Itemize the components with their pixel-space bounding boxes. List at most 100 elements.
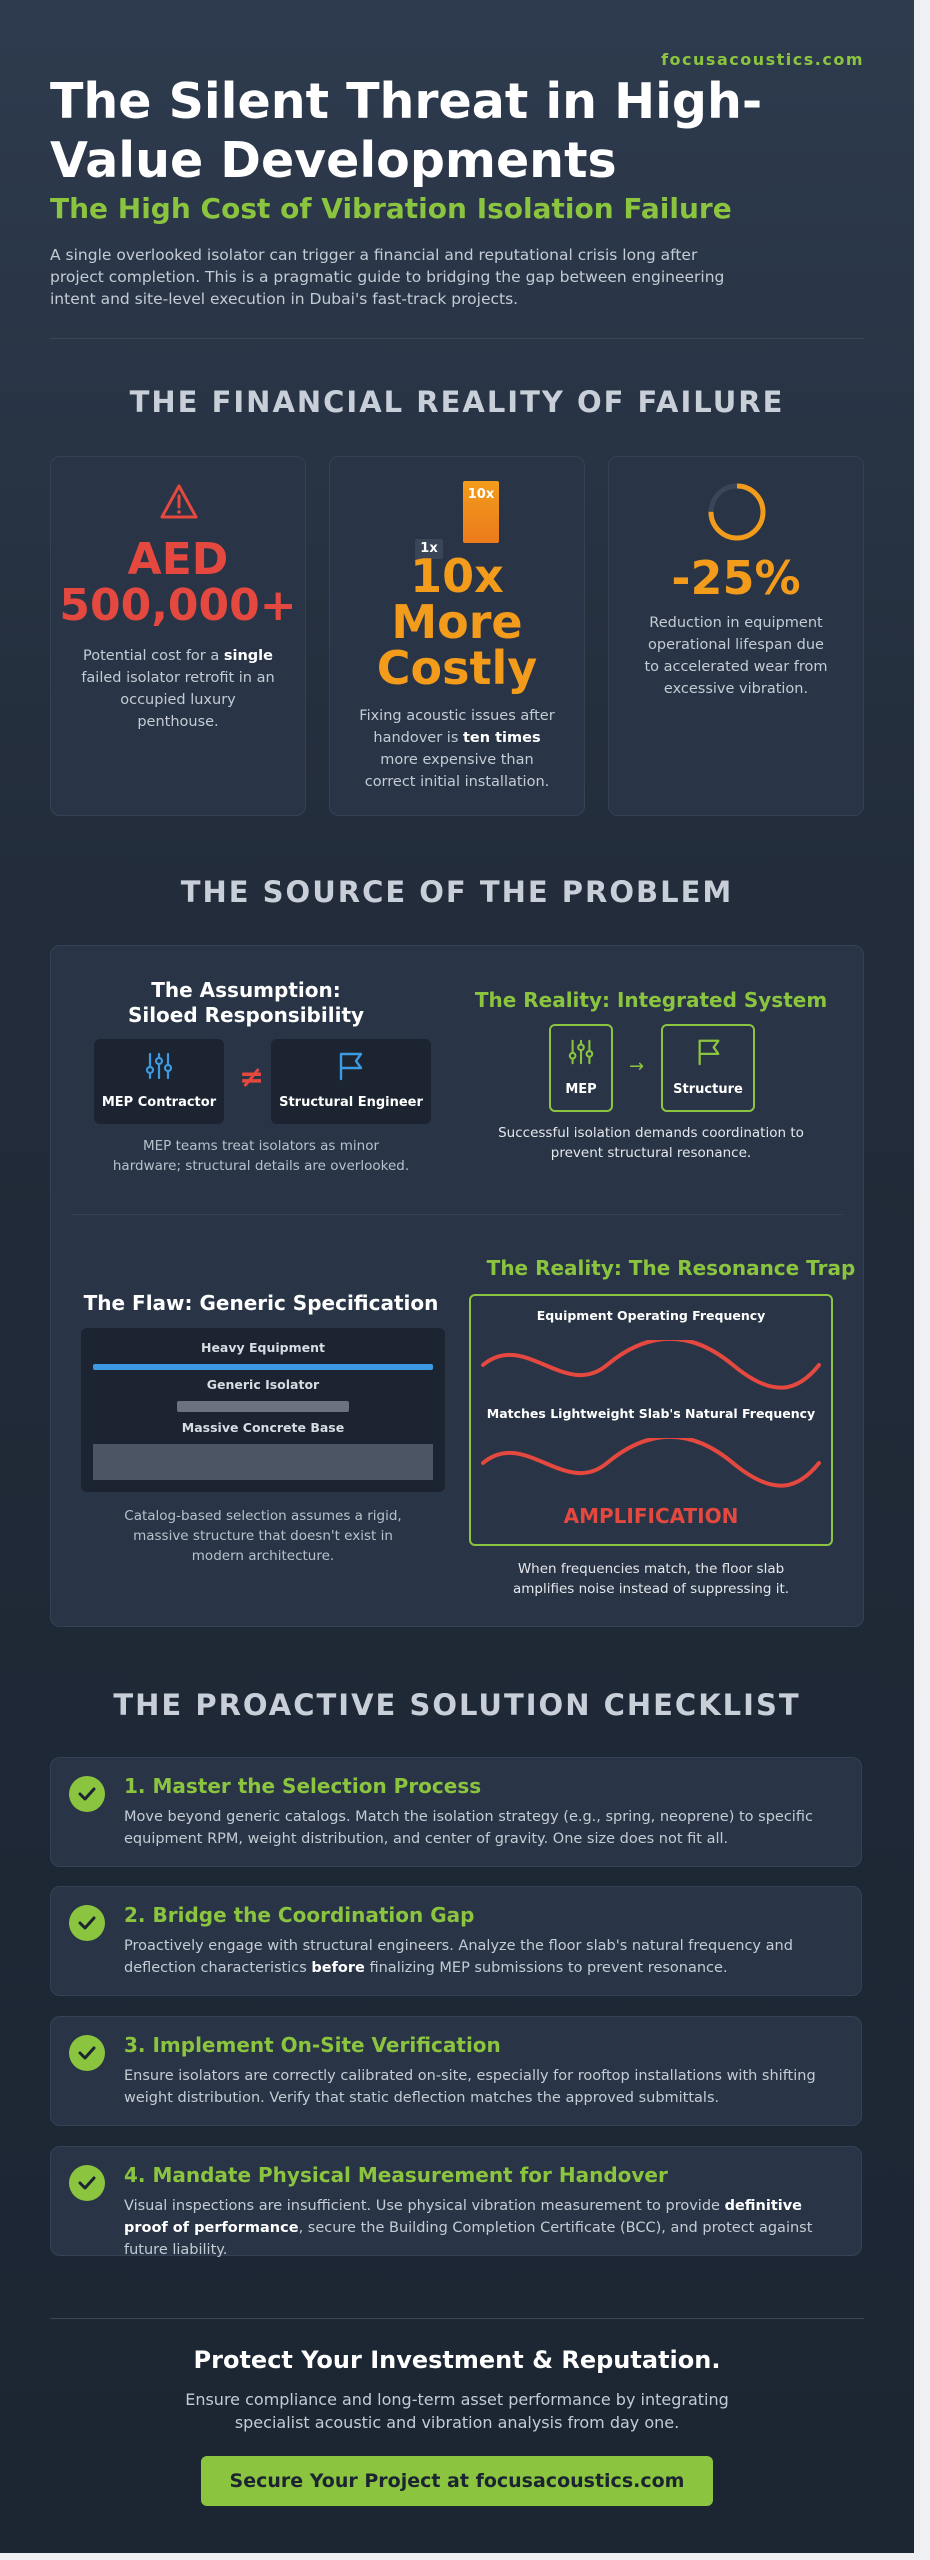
operating-frequency-wave — [481, 1340, 821, 1390]
checklist-item-title: 4. Mandate Physical Measurement for Hand… — [124, 2163, 668, 2187]
progress-ring-arc — [708, 483, 766, 541]
arrow-right-icon: → — [629, 1056, 645, 1077]
stat-cost-desc-part: Potential cost for a — [83, 648, 224, 664]
stat-cost-desc-bold: single — [223, 648, 273, 664]
heavy-equipment-label: Heavy Equipment — [200, 1340, 326, 1355]
financial-section-title: THE FINANCIAL REALITY OF FAILURE — [129, 385, 785, 419]
page-title: The Silent Threat in High-Value Developm… — [50, 73, 763, 189]
checklist-section-title: THE PROACTIVE SOLUTION CHECKLIST — [113, 1688, 801, 1722]
integrated-system-caption: Successful isolation demands coordinatio… — [498, 1125, 804, 1161]
integrated-system-heading: The Reality: Integrated System — [474, 988, 828, 1012]
mep-label: MEP — [565, 1082, 597, 1097]
stat-multiplier-line3: Costly — [376, 641, 538, 695]
stat-cost-line2: 500,000+ — [59, 580, 297, 631]
checkmark-icon — [78, 1916, 96, 1930]
checkmark-icon — [78, 2046, 96, 2060]
checklist-item-text: , secure the Building Completion Certifi… — [124, 2220, 813, 2258]
intro-paragraph: A single overlooked isolator can trigger… — [50, 246, 725, 308]
structural-engineer-box: Structural Engineer — [271, 1039, 431, 1124]
bar-small-label: 1x — [420, 541, 438, 556]
heavy-equipment-bar — [93, 1364, 433, 1370]
checklist-item-body: Move beyond generic catalogs. Match the … — [124, 1806, 844, 1850]
checklist-item-title: 3. Implement On-Site Verification — [124, 2033, 501, 2057]
bar-big-label: 10x — [467, 487, 495, 502]
checklist-item-bold: before — [311, 1960, 365, 1976]
check-badge — [69, 1905, 105, 1941]
mep-box: MEP — [549, 1024, 613, 1112]
concrete-base-label: Massive Concrete Base — [181, 1420, 345, 1435]
checklist-item-title: 2. Bridge the Coordination Gap — [124, 1903, 475, 1927]
resonance-trap-heading: The Reality: The Resonance Trap — [486, 1256, 856, 1280]
natural-frequency-label: Matches Lightweight Slab's Natural Frequ… — [486, 1406, 816, 1421]
stat-multiplier-desc-bold: ten times — [462, 730, 541, 746]
stat-multiplier-line2: More — [391, 595, 523, 649]
generic-isolator-label: Generic Isolator — [206, 1377, 320, 1392]
stat-cost-value: AED 500,000+ — [51, 537, 305, 629]
checklist-item-1: 1. Master the Selection Process Move bey… — [50, 1757, 862, 1867]
operating-frequency-label: Equipment Operating Frequency — [536, 1308, 766, 1323]
stat-card-cost: AED 500,000+ Potential cost for a single… — [50, 456, 306, 816]
warning-triangle-icon — [160, 484, 198, 519]
mep-contractor-label: MEP Contractor — [101, 1095, 217, 1110]
bar-big — [463, 481, 499, 543]
checklist-item-text: Move beyond generic catalogs. Match the … — [124, 1809, 813, 1847]
resonance-caption: When frequencies match, the floor slab a… — [512, 1561, 790, 1597]
source-panel: The Assumption: Siloed Responsibility ME… — [50, 945, 864, 1627]
assumption-heading: The Assumption: Siloed Responsibility — [127, 978, 365, 1027]
structure-box: Structure — [661, 1024, 755, 1112]
amplification-label: AMPLIFICATION — [563, 1504, 739, 1528]
check-badge — [69, 1776, 105, 1812]
stat-card-multiplier: 1x 10x 10x More Costly Fixing acoustic i… — [329, 456, 585, 816]
stat-cost-desc: Potential cost for a single failed isola… — [79, 645, 277, 733]
checklist-item-bold: definitive proof of performance — [124, 2198, 803, 2236]
stat-cost-line1: AED — [127, 534, 229, 585]
checklist-item-2: 2. Bridge the Coordination Gap Proactive… — [50, 1886, 862, 1996]
cta-text: Ensure compliance and long-term asset pe… — [185, 2390, 729, 2432]
checklist-item-text: Ensure isolators are correctly calibrate… — [124, 2068, 816, 2106]
sliders-icon — [568, 1039, 594, 1065]
page-subtitle: The High Cost of Vibration Isolation Fai… — [50, 192, 732, 225]
divider — [50, 2318, 864, 2319]
checklist-item-text: Visual inspections are insufficient. Use… — [124, 2198, 725, 2214]
checklist-item-text: Proactively engage with structural engin… — [124, 1938, 793, 1976]
structure-label: Structure — [673, 1082, 743, 1097]
progress-ring — [708, 483, 766, 541]
assumption-caption: MEP teams treat isolators as minor hardw… — [112, 1138, 410, 1174]
brand-url[interactable]: focusacoustics.com — [661, 50, 864, 69]
checklist-item-text: finalizing MEP submissions to prevent re… — [364, 1960, 728, 1976]
stat-card-lifespan: -25% Reduction in equipment operational … — [608, 456, 864, 816]
stat-lifespan-desc: Reduction in equipment operational lifes… — [644, 615, 828, 697]
secure-project-button[interactable]: Secure Your Project at focusacoustics.co… — [201, 2456, 713, 2506]
not-equal-sign: ≠ — [239, 1060, 265, 1095]
natural-frequency-wave — [481, 1438, 821, 1488]
sliders-icon — [145, 1052, 173, 1080]
concrete-base-block — [93, 1444, 433, 1480]
stat-cost-desc-part: failed isolator retrofit in an occupied … — [81, 670, 275, 730]
flag-icon — [698, 1039, 720, 1066]
bar-small — [415, 539, 443, 559]
checklist-item-body: Ensure isolators are correctly calibrate… — [124, 2065, 844, 2109]
stat-multiplier-value: 10x More Costly — [330, 553, 584, 691]
cta-title: Protect Your Investment & Reputation. — [193, 2346, 721, 2374]
checklist-item-4: 4. Mandate Physical Measurement for Hand… — [50, 2146, 862, 2258]
checklist-item-title: 1. Master the Selection Process — [124, 1774, 482, 1798]
check-badge — [69, 2035, 105, 2071]
checkmark-icon — [78, 1787, 96, 1801]
structural-engineer-label: Structural Engineer — [279, 1095, 423, 1110]
source-section-title: THE SOURCE OF THE PROBLEM — [180, 875, 734, 909]
checklist-item-body: Visual inspections are insufficient. Use… — [124, 2195, 844, 2261]
stat-multiplier-desc-part: more expensive than correct initial inst… — [364, 752, 550, 790]
stat-multiplier-line1: 10x — [410, 549, 504, 603]
checklist-item-body: Proactively engage with structural engin… — [124, 1935, 844, 1979]
flag-icon — [339, 1052, 363, 1081]
resonance-diagram: Equipment Operating Frequency Matches Li… — [469, 1294, 833, 1546]
flaw-heading: The Flaw: Generic Specification — [83, 1291, 439, 1315]
generic-spec-diagram: Heavy Equipment Generic Isolator Massive… — [81, 1328, 445, 1492]
flaw-caption: Catalog-based selection assumes a rigid,… — [124, 1508, 402, 1564]
mep-contractor-box: MEP Contractor — [94, 1039, 224, 1124]
stat-multiplier-desc: Fixing acoustic issues after handover is… — [354, 705, 560, 793]
generic-isolator-bar — [177, 1401, 349, 1412]
checkmark-icon — [78, 2176, 96, 2190]
panel-divider — [71, 1214, 843, 1215]
checklist-item-3: 3. Implement On-Site Verification Ensure… — [50, 2016, 862, 2126]
